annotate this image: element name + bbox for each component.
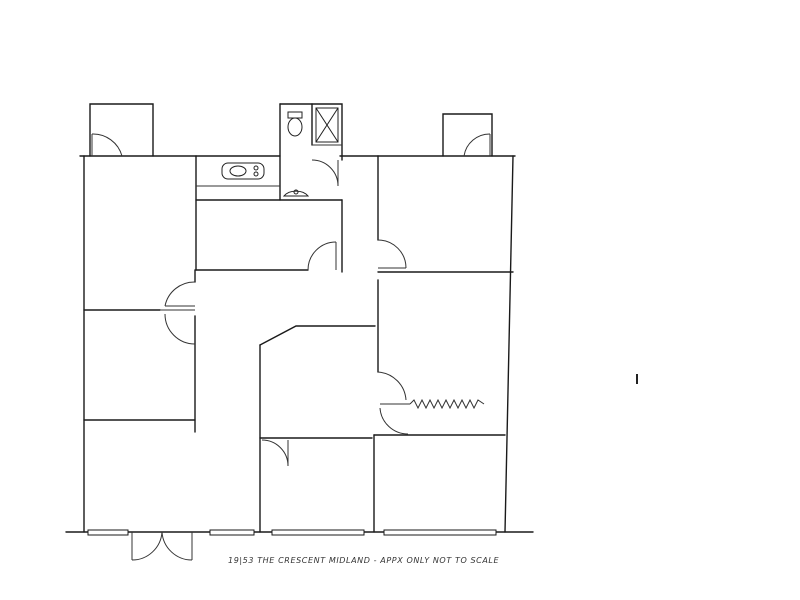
outer-walls — [65, 155, 534, 533]
bottom-windows — [87, 529, 497, 536]
entry-alcove-left — [89, 103, 154, 157]
kitchen-bench — [195, 155, 280, 271]
middle-rooms — [259, 325, 376, 533]
corridor-walls — [194, 199, 343, 433]
bathroom-block — [279, 103, 343, 201]
entry-double-door — [131, 531, 193, 561]
left-rooms — [83, 281, 196, 421]
scan-mark — [636, 374, 638, 384]
entry-alcove-right — [442, 113, 493, 157]
right-rooms — [373, 155, 514, 533]
plan-caption: 19|53 THE CRESCENT MIDLAND - APPX ONLY N… — [228, 556, 500, 565]
